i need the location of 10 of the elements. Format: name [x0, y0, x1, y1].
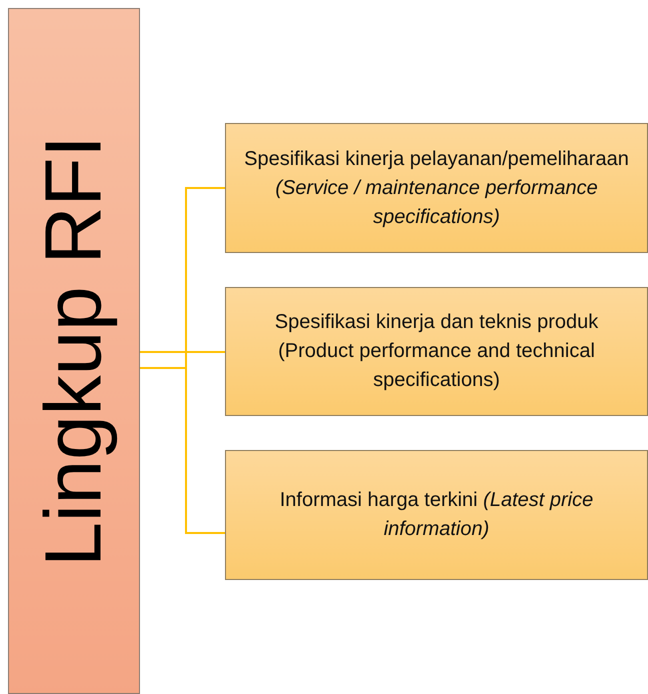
box-text: Spesifikasi kinerja pelayanan/pemeliharaan (Service / maintenance performance specifications): [243, 146, 630, 230]
title-bar: [8, 8, 140, 694]
box-text: Informasi harga terkini (Latest price information): [278, 488, 594, 542]
connector-line: [140, 351, 225, 353]
content-box: [225, 123, 648, 253]
box-text: Spesifikasi kinerja dan teknis produk (Product performance and technical specifications): [274, 310, 600, 393]
content-box: [225, 287, 648, 416]
vertical-title: Lingkup RFI: [28, 135, 119, 567]
content-box: [225, 450, 648, 580]
connector-line: [140, 367, 225, 534]
